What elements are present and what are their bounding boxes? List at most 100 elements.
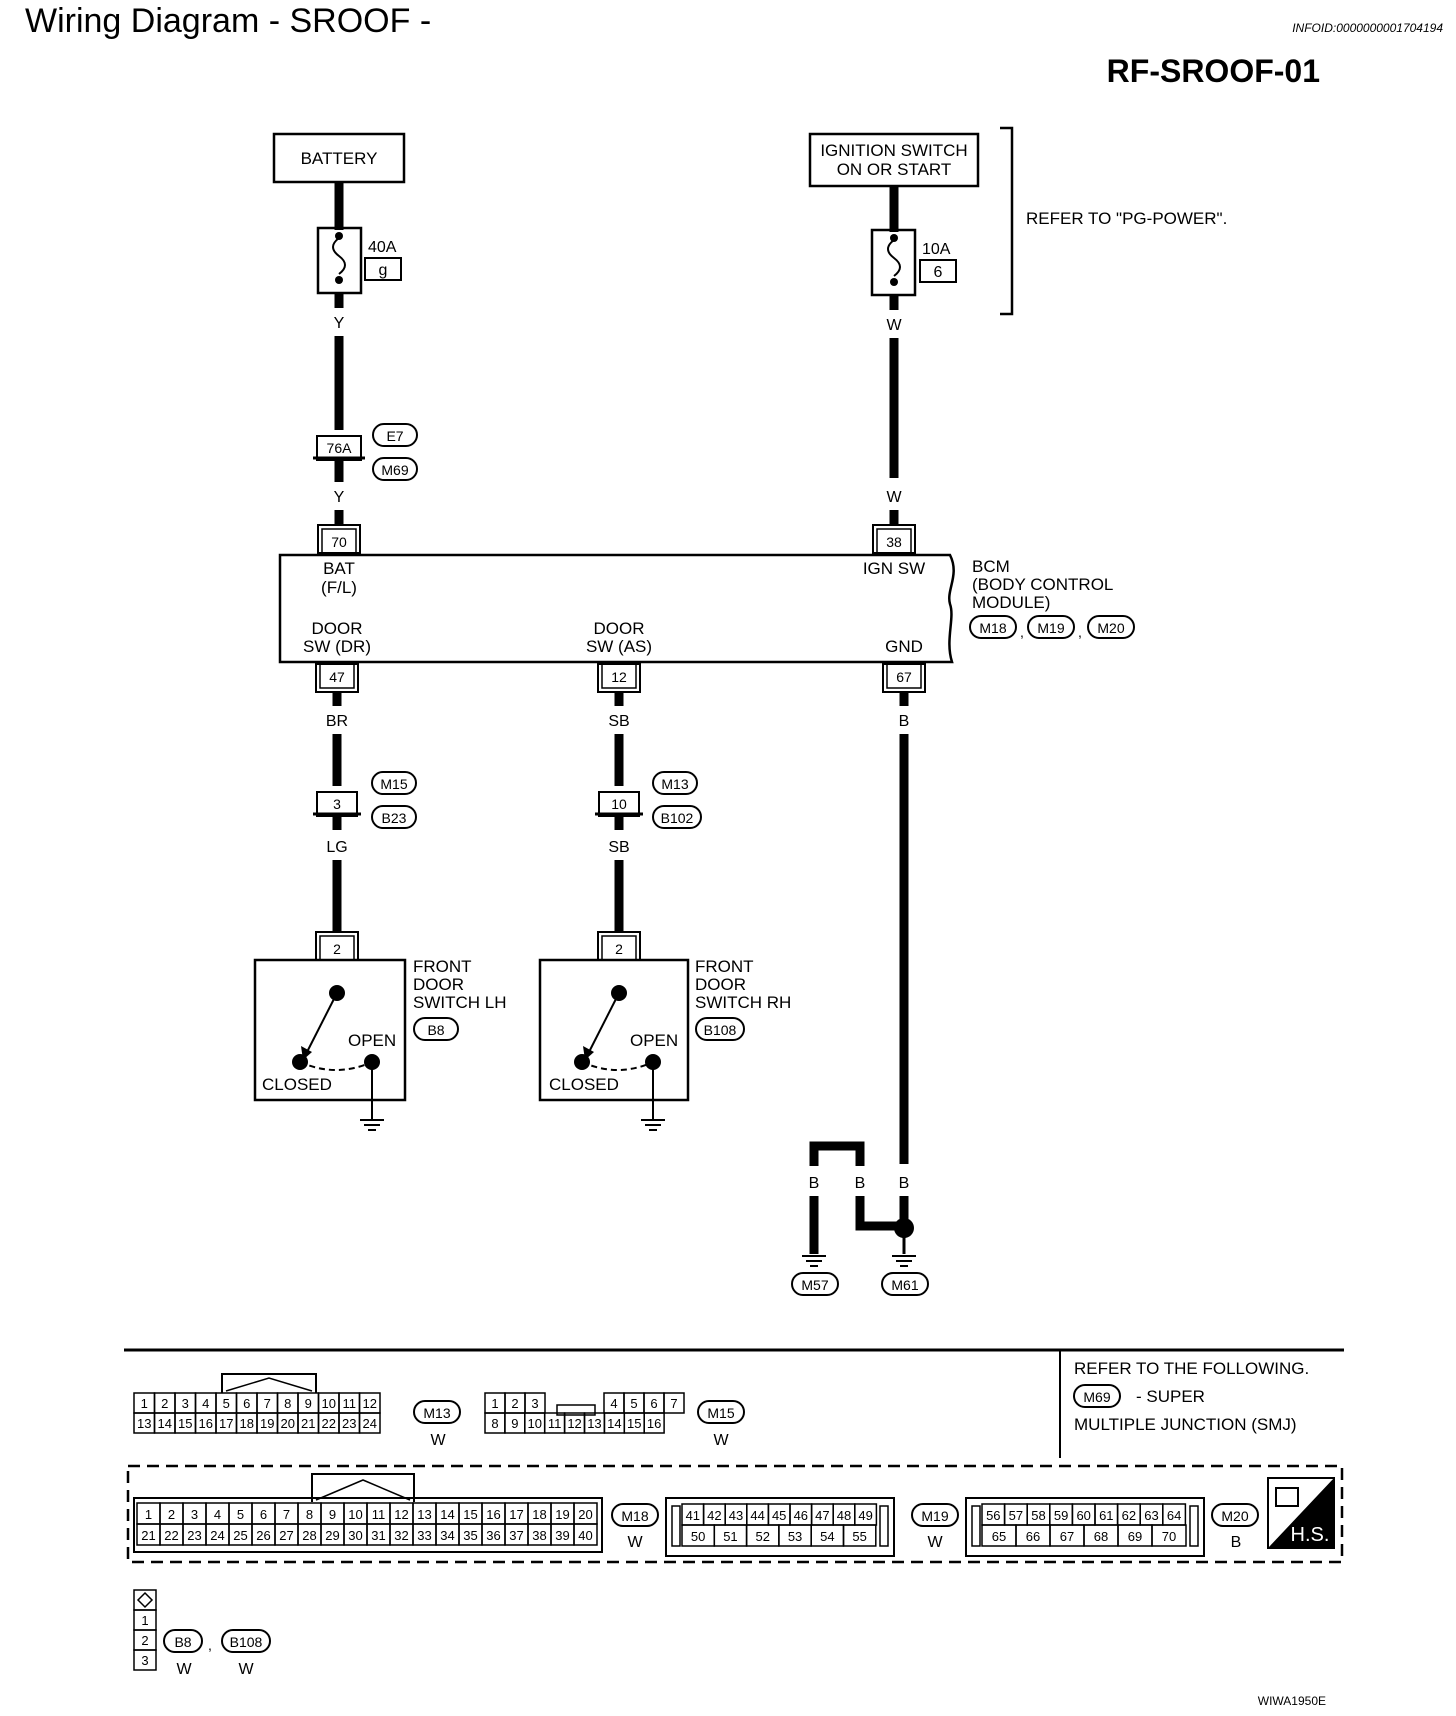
ignition-fuse-number: 6	[934, 264, 943, 281]
m15-pin: 6	[650, 1396, 657, 1411]
refer-pg-power: REFER TO "PG-POWER".	[1026, 209, 1227, 228]
wire-color-b-right: B	[899, 1175, 910, 1192]
m19-pin: 43	[729, 1508, 743, 1523]
connector-icon	[1275, 1487, 1299, 1507]
m18-pin: 12	[394, 1507, 408, 1522]
info-id: INFOID:0000000001704194	[1292, 21, 1443, 35]
bcm-gnd-label: GND	[885, 637, 923, 656]
m18-pin: 32	[394, 1528, 408, 1543]
m18-pin: 9	[329, 1507, 336, 1522]
refer-bracket	[1000, 126, 1014, 316]
m15-pin: 7	[670, 1396, 677, 1411]
m15-pin-cell	[663, 1392, 685, 1414]
m13-pin: 8	[284, 1396, 291, 1411]
bcm-name-3: MODULE)	[972, 593, 1050, 612]
m20-pin: 67	[1060, 1529, 1074, 1544]
page-title: Wiring Diagram - SROOF -	[25, 2, 431, 40]
m18-pin: 34	[440, 1528, 454, 1543]
m18-pin: 7	[283, 1507, 290, 1522]
lh-switch-name-2: DOOR	[413, 975, 464, 994]
rh-closed-label: CLOSED	[549, 1075, 619, 1094]
three-pin-conn-b8: B8	[174, 1634, 191, 1650]
m20-pin: 68	[1094, 1529, 1108, 1544]
m18-pin: 33	[417, 1528, 431, 1543]
three-pin: 1	[141, 1613, 148, 1628]
m18-pin: 31	[371, 1528, 385, 1543]
m20-pin: 62	[1122, 1508, 1136, 1523]
three-pin: 2	[141, 1633, 148, 1648]
wire-color-sb-lower: SB	[608, 839, 629, 856]
m18-pin: 3	[191, 1507, 198, 1522]
m18-pin: 26	[256, 1528, 270, 1543]
m15-pin: 9	[511, 1416, 518, 1431]
battery-label: BATTERY	[301, 149, 378, 168]
m15-pin: 16	[647, 1416, 661, 1431]
rh-door-circuit: SB 10 M13 B102 SB 2 OPEN CLOSED FRONT DO…	[538, 692, 791, 1131]
three-pin-conn-b108: B108	[230, 1634, 263, 1650]
m13-pin: 2	[161, 1396, 168, 1411]
figure-code: WIWA1950E	[1258, 1694, 1326, 1708]
wire-color-b-left: B	[809, 1175, 820, 1192]
m18-pin: 35	[463, 1528, 477, 1543]
ignition-label-1: IGNITION SWITCH	[820, 141, 967, 160]
m19-pin: 50	[691, 1529, 705, 1544]
m18-pin: 2	[168, 1507, 175, 1522]
m15-pin: 13	[587, 1416, 601, 1431]
m18-pin: 36	[486, 1528, 500, 1543]
connector-view-3pin: 1 2 3	[133, 1589, 157, 1671]
m20-name: M20	[1221, 1508, 1248, 1524]
m15-pin: 5	[630, 1396, 637, 1411]
lh-switch-name-1: FRONT	[413, 957, 472, 976]
m18-pin: 17	[509, 1507, 523, 1522]
m13-pin: 14	[158, 1416, 172, 1431]
m15-pin: 2	[511, 1396, 518, 1411]
bcm-pin-12: 12	[611, 669, 627, 685]
m18-pin: 20	[578, 1507, 592, 1522]
bcm-name-1: BCM	[972, 557, 1010, 576]
m19-color: W	[927, 1534, 943, 1551]
m13-pin: 1	[141, 1396, 148, 1411]
lh-closed-label: CLOSED	[262, 1075, 332, 1094]
m18-pin: 23	[187, 1528, 201, 1543]
three-pin: 3	[141, 1653, 148, 1668]
m20-pin: 56	[986, 1508, 1000, 1523]
bcm-door-as-label-2: SW (AS)	[586, 637, 652, 656]
bcm-pin-47: 47	[329, 669, 345, 685]
m19-pin: 42	[707, 1508, 721, 1523]
m18-pin: 27	[279, 1528, 293, 1543]
m18-pin: 10	[348, 1507, 362, 1522]
m18-pin: 6	[260, 1507, 267, 1522]
m18-color: W	[627, 1534, 643, 1551]
m13-pin: 15	[178, 1416, 192, 1431]
m15-pin: 1	[491, 1396, 498, 1411]
conn-b8: B8	[427, 1022, 444, 1038]
m18-pin: 15	[463, 1507, 477, 1522]
m15-pin: 12	[567, 1416, 581, 1431]
bcm-bat-label: BAT	[323, 559, 355, 578]
battery-fuse-amp: 40A	[368, 239, 397, 256]
lh-open-label: OPEN	[348, 1031, 396, 1050]
bcm-box	[278, 553, 955, 664]
m20-pin: 66	[1026, 1529, 1040, 1544]
m19-name: M19	[921, 1508, 948, 1524]
three-pin-color-b: W	[238, 1661, 254, 1678]
refer-smj: MULTIPLE JUNCTION (SMJ)	[1074, 1415, 1297, 1434]
ignition-fuse-amp: 10A	[922, 241, 951, 258]
wire-color-b-mid: B	[855, 1175, 866, 1192]
m18-pin: 37	[509, 1528, 523, 1543]
ground-conn-m57: M57	[801, 1277, 828, 1293]
conn-b102: B102	[661, 810, 694, 826]
rh-open-label: OPEN	[630, 1031, 678, 1050]
junction-10-pin: 10	[611, 796, 627, 812]
bcm-door-as-label: DOOR	[594, 619, 645, 638]
conn-m13: M13	[661, 776, 688, 792]
wire-color-w-top: W	[886, 317, 902, 334]
m13-pin: 23	[342, 1416, 356, 1431]
junction-76a-pin: 76A	[327, 440, 353, 456]
m19-pin: 55	[852, 1529, 866, 1544]
m13-pin: 6	[243, 1396, 250, 1411]
m19-pin: 49	[858, 1508, 872, 1523]
m15-pin: 3	[531, 1396, 538, 1411]
m20-pin: 65	[992, 1529, 1006, 1544]
